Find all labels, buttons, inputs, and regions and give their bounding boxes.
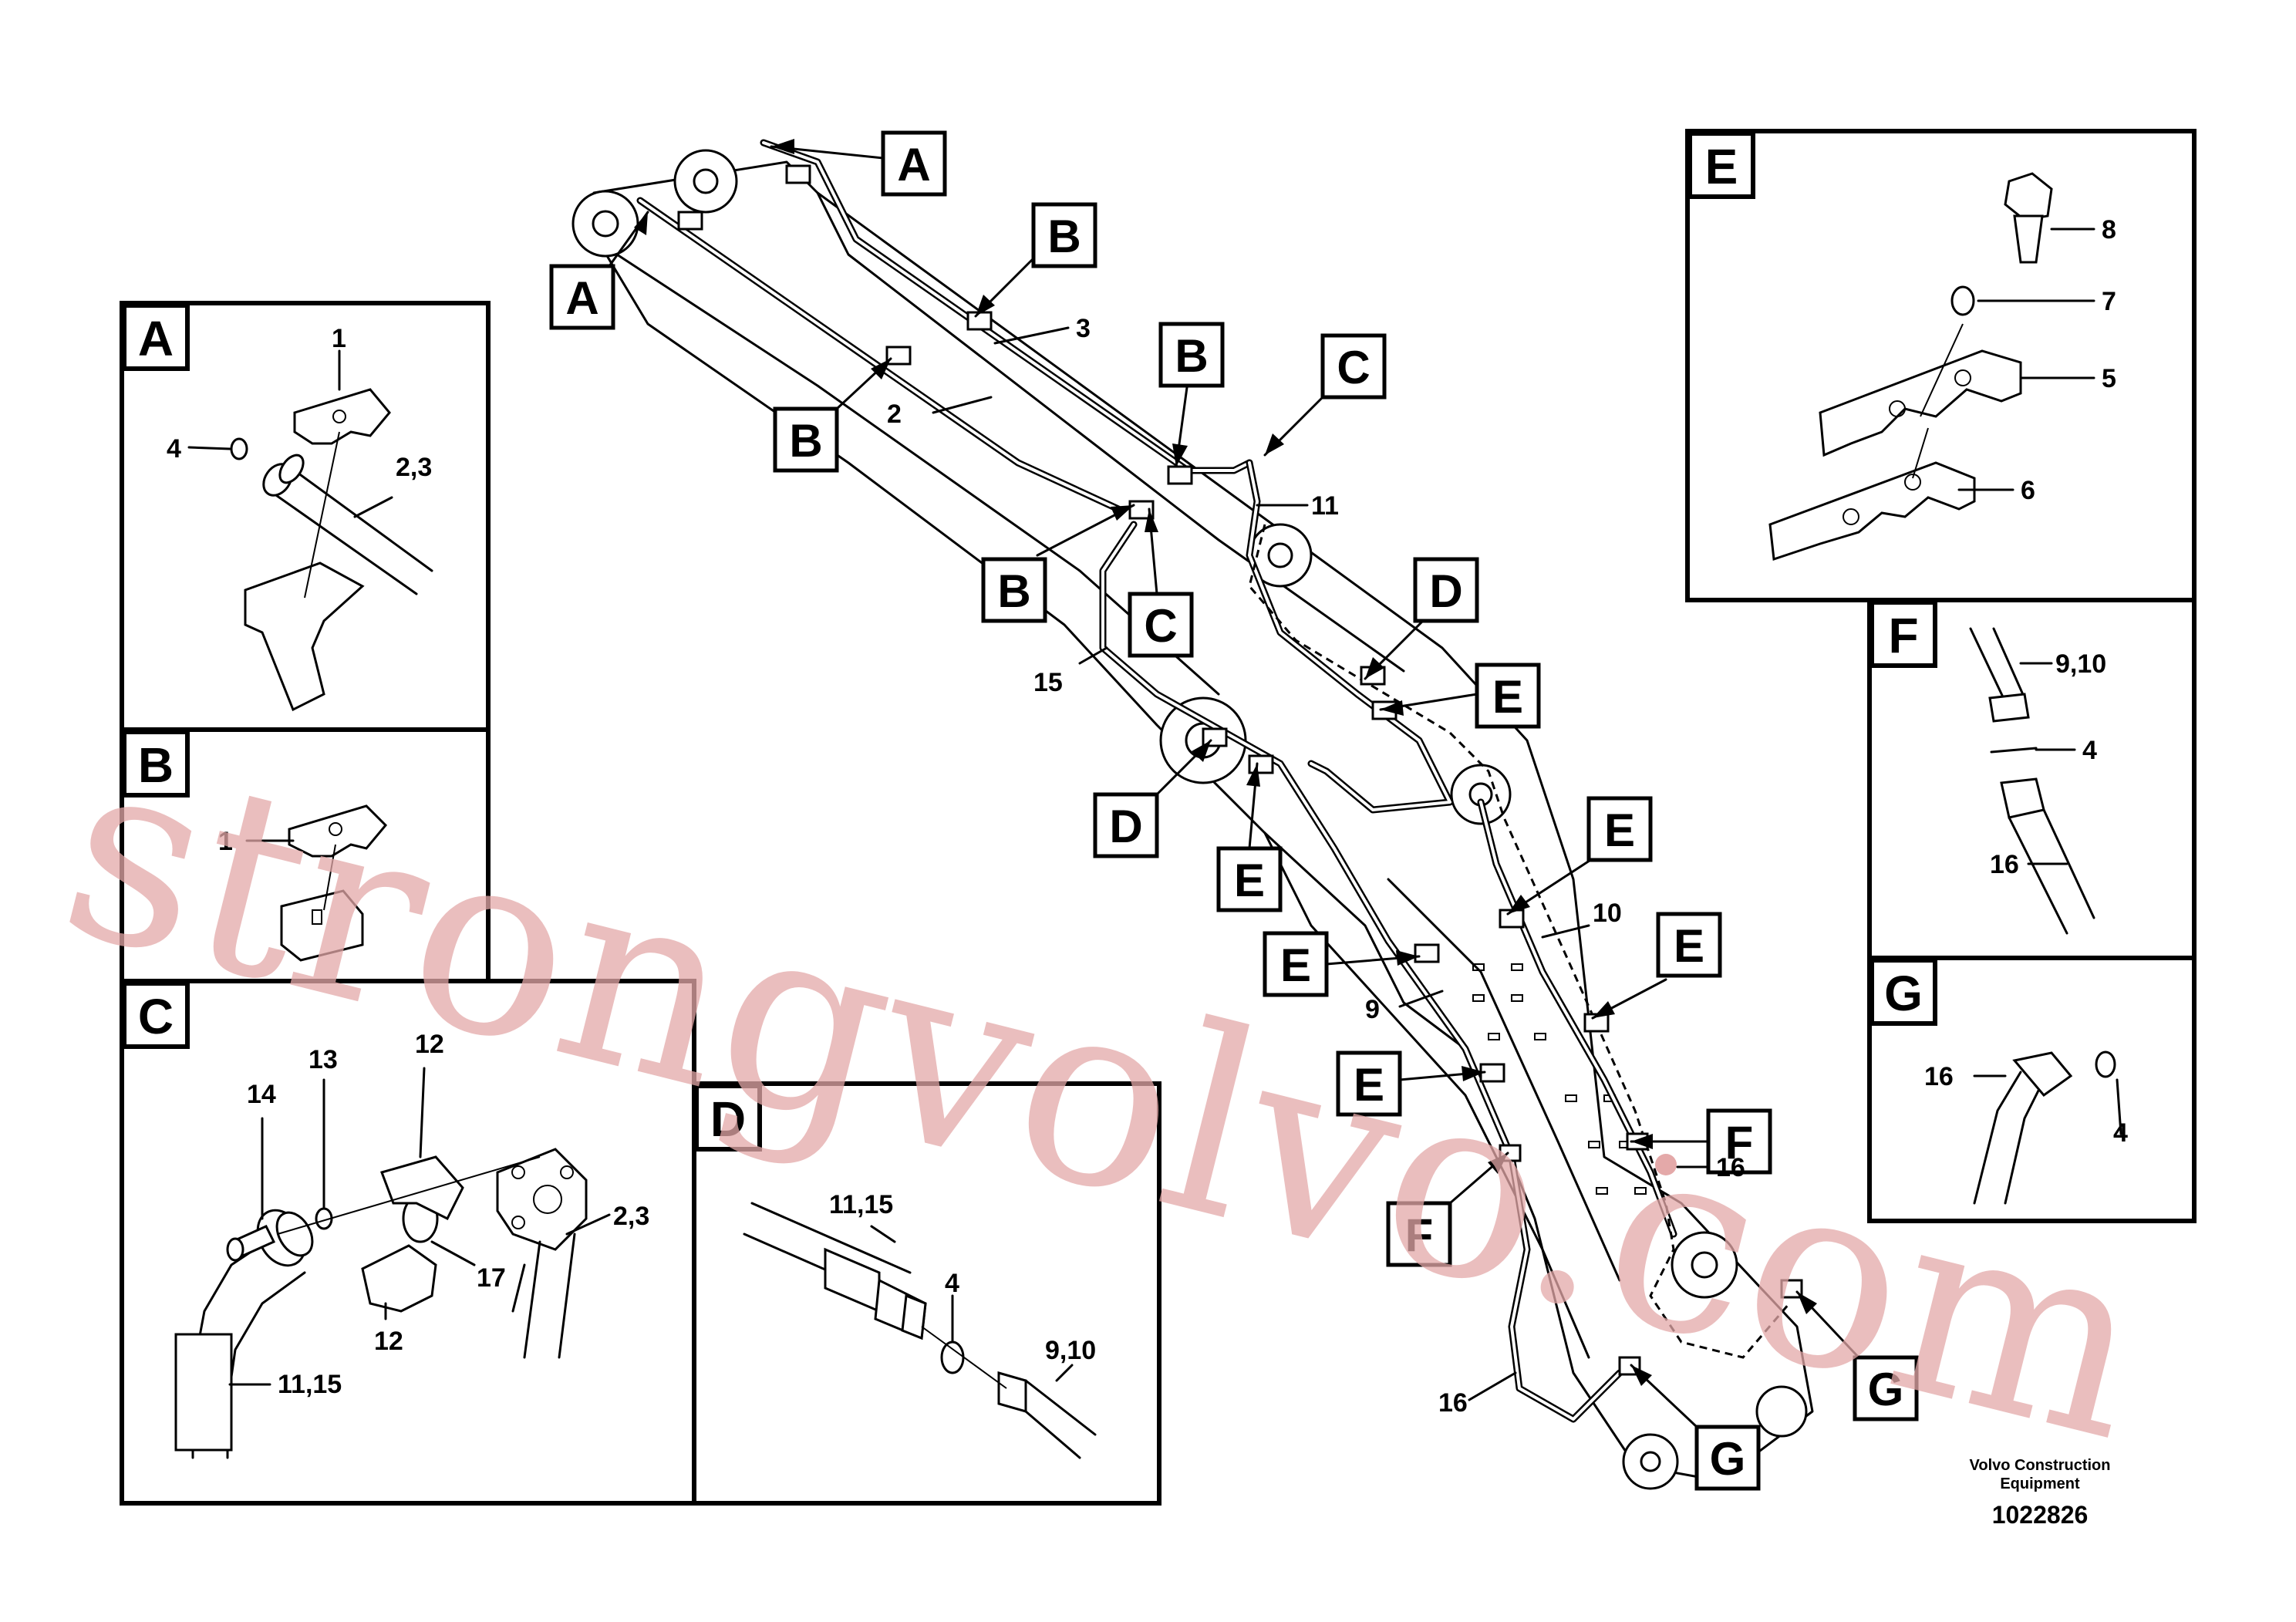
callout-tag-a-left: A — [549, 211, 649, 330]
svg-text:E: E — [1354, 1059, 1384, 1111]
svg-text:2,3: 2,3 — [613, 1202, 649, 1231]
svg-text:3: 3 — [1076, 314, 1091, 343]
svg-text:E: E — [1280, 939, 1311, 991]
callout-tag-c-lower: C — [1128, 508, 1194, 658]
callout-tag-d-right: D — [1364, 557, 1479, 680]
callout-tag-e-upper: E — [1379, 663, 1541, 729]
svg-text:4: 4 — [945, 1269, 959, 1298]
svg-text:13: 13 — [308, 1045, 338, 1074]
callout-tag-c-top: C — [1263, 333, 1387, 457]
callout-tag-b-top: B — [974, 202, 1097, 318]
svg-text:G: G — [1868, 1364, 1904, 1415]
svg-text:6: 6 — [2021, 476, 2035, 505]
svg-text:E: E — [1705, 139, 1738, 194]
svg-text:15: 15 — [1033, 668, 1063, 697]
svg-text:16: 16 — [1438, 1388, 1468, 1418]
detail-panel-f: F 9,10 4 16 — [1867, 598, 2197, 960]
svg-text:9,10: 9,10 — [2055, 649, 2106, 679]
svg-text:E: E — [1674, 920, 1704, 972]
svg-text:8: 8 — [2102, 215, 2116, 244]
callout-tag-e-right-2: E — [1591, 912, 1722, 1020]
detail-panel-b: B 1 — [120, 727, 491, 983]
svg-text:E: E — [1492, 671, 1523, 723]
callout-tag-e-right-1: E — [1506, 796, 1653, 916]
svg-text:A: A — [565, 272, 598, 324]
main-part-numbers: 3 2 11 15 10 9 16 16 — [887, 314, 1745, 1418]
svg-text:10: 10 — [1593, 899, 1622, 928]
svg-text:C: C — [138, 989, 174, 1044]
svg-text:E: E — [1234, 855, 1265, 906]
svg-text:4: 4 — [2113, 1118, 2128, 1148]
svg-text:B: B — [997, 565, 1030, 617]
svg-text:7: 7 — [2102, 287, 2116, 316]
svg-text:D: D — [1109, 801, 1142, 852]
callout-tag-b-lower: B — [981, 504, 1135, 623]
main-callout-tags: A A B B B — [549, 130, 1919, 1491]
callout-tag-g-right: G — [1795, 1290, 1919, 1421]
svg-text:F: F — [1405, 1209, 1434, 1261]
svg-text:B: B — [138, 737, 174, 793]
callout-tag-b-mid: B — [1158, 322, 1225, 468]
svg-text:9,10: 9,10 — [1045, 1336, 1096, 1365]
svg-text:A: A — [897, 139, 930, 191]
svg-text:F: F — [1725, 1117, 1754, 1168]
callout-tag-b-left: B — [773, 357, 892, 473]
detail-panel-g: G 4 16 — [1867, 956, 2197, 1223]
boom-assembly — [571, 149, 1814, 1490]
detail-panel-c: C 14 13 12 12 17 2,3 1 — [120, 979, 696, 1506]
callout-tag-g-lower: G — [1630, 1364, 1761, 1491]
svg-text:1: 1 — [218, 827, 233, 856]
svg-text:B: B — [789, 415, 822, 467]
svg-text:2,3: 2,3 — [396, 453, 432, 482]
callout-tag-a-top: A — [770, 130, 947, 197]
svg-text:16: 16 — [1924, 1062, 1954, 1091]
svg-text:B: B — [1175, 330, 1208, 382]
svg-text:16: 16 — [1716, 1153, 1745, 1182]
svg-text:A: A — [138, 311, 174, 366]
svg-text:F: F — [1888, 608, 1918, 663]
svg-text:11,15: 11,15 — [278, 1370, 342, 1399]
svg-text:G: G — [1710, 1433, 1746, 1485]
callout-tag-e-lower-left: E — [1216, 762, 1283, 912]
svg-text:11: 11 — [1311, 491, 1339, 521]
svg-text:D: D — [1429, 565, 1462, 617]
svg-text:11,15: 11,15 — [829, 1190, 893, 1219]
svg-text:12: 12 — [415, 1030, 444, 1059]
svg-text:B: B — [1047, 211, 1081, 262]
svg-text:12: 12 — [374, 1327, 403, 1356]
svg-text:E: E — [1604, 804, 1635, 856]
callout-tag-d-left: D — [1093, 739, 1212, 858]
svg-text:G: G — [1884, 966, 1923, 1021]
svg-text:C: C — [1144, 600, 1177, 652]
detail-panel-d: D 11,15 4 9,10 — [692, 1081, 1161, 1506]
svg-text:C: C — [1337, 342, 1370, 393]
svg-text:4: 4 — [167, 434, 181, 464]
callout-tag-f-left: F — [1386, 1152, 1509, 1267]
svg-text:1: 1 — [332, 324, 346, 353]
svg-text:D: D — [710, 1091, 746, 1147]
footer: Volvo Construction Equipment 1022826 — [1970, 1457, 2111, 1529]
reference-number: 1022826 — [1992, 1501, 2089, 1529]
brand-line-1: Volvo Construction — [1970, 1457, 2111, 1474]
callout-tag-e-left-2: E — [1336, 1050, 1486, 1117]
svg-text:2: 2 — [887, 400, 902, 429]
svg-text:9: 9 — [1365, 995, 1380, 1024]
svg-text:14: 14 — [247, 1080, 276, 1109]
svg-text:4: 4 — [2082, 736, 2097, 765]
callout-tag-e-left-1: E — [1263, 931, 1421, 997]
detail-panel-e: E 8 7 5 6 — [1685, 129, 2197, 602]
detail-panel-a: A 1 4 2,3 — [120, 301, 491, 732]
callout-tag-f-right: F — [1630, 1108, 1772, 1175]
svg-text:16: 16 — [1990, 850, 2019, 879]
svg-text:5: 5 — [2102, 364, 2116, 393]
brand-line-2: Equipment — [2000, 1475, 2080, 1492]
svg-text:17: 17 — [477, 1263, 506, 1293]
